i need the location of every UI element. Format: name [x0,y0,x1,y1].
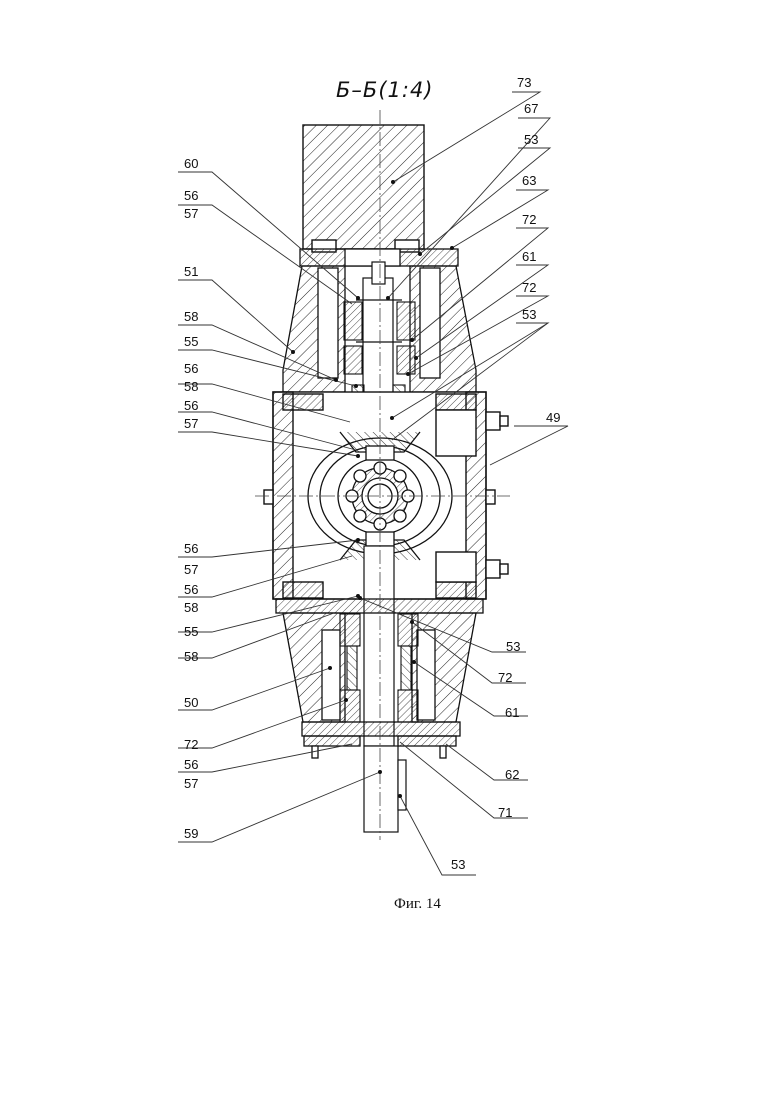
label-72: 72 [522,281,536,294]
label-58: 58 [184,310,198,323]
label-63: 63 [522,174,536,187]
label-57: 57 [184,207,198,220]
label-61: 61 [505,706,519,719]
label-67: 67 [524,102,538,115]
label-57: 57 [184,777,198,790]
label-56: 56 [184,542,198,555]
figure-caption: Фиг. 14 [394,896,441,913]
label-49: 49 [546,411,560,424]
label-58: 58 [184,380,198,393]
label-56: 56 [184,583,198,596]
label-57: 57 [184,417,198,430]
label-53: 53 [506,640,520,653]
label-73: 73 [517,76,531,89]
label-61: 61 [522,250,536,263]
label-72: 72 [522,213,536,226]
label-57: 57 [184,563,198,576]
label-56: 56 [184,362,198,375]
label-58: 58 [184,601,198,614]
motor-housing [303,125,424,252]
label-60: 60 [184,157,198,170]
label-55: 55 [184,335,198,348]
label-72: 72 [498,671,512,684]
label-53: 53 [451,858,465,871]
label-56: 56 [184,758,198,771]
label-50: 50 [184,696,198,709]
label-53: 53 [524,133,538,146]
label-62: 62 [505,768,519,781]
label-56: 56 [184,399,198,412]
label-58: 58 [184,650,198,663]
label-71: 71 [498,806,512,819]
label-56: 56 [184,189,198,202]
label-59: 59 [184,827,198,840]
label-72: 72 [184,738,198,751]
label-53: 53 [522,308,536,321]
label-51: 51 [184,265,198,278]
label-55: 55 [184,625,198,638]
section-title: Б–Б(1:4) [336,78,434,102]
